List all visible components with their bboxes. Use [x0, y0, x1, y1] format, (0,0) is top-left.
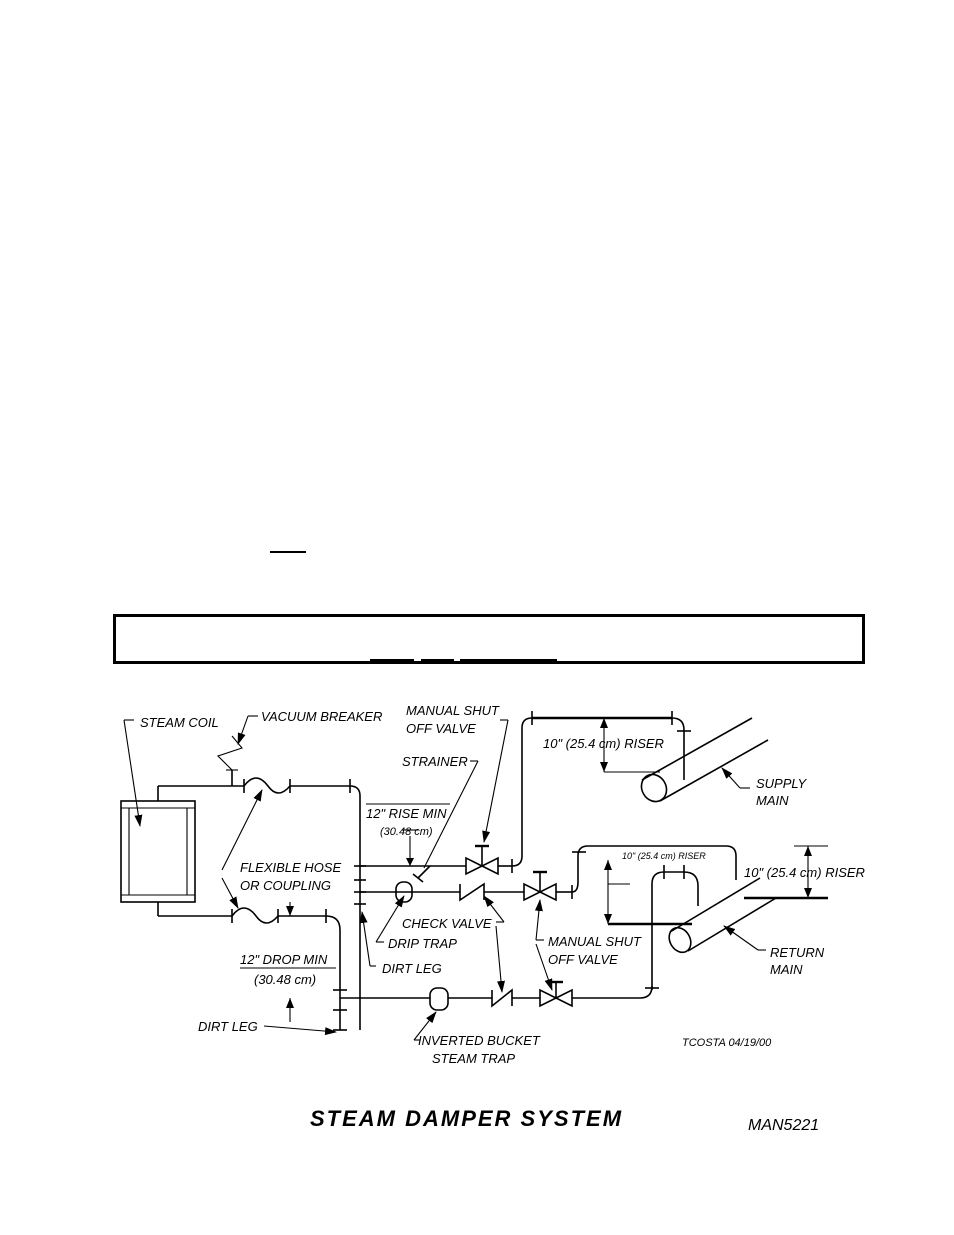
diagram-title: STEAM DAMPER SYSTEM — [310, 1106, 623, 1131]
label-riser-right: 10" (25.4 cm) RISER — [744, 865, 865, 880]
label-dirt-leg-2: DIRT LEG — [198, 1019, 258, 1034]
label-drop-min-1: 12" DROP MIN — [240, 952, 328, 967]
steam-coil — [120, 786, 196, 916]
label-manual-shut-off-mid-1: MANUAL SHUT — [548, 934, 642, 949]
label-drip-trap: DRIP TRAP — [388, 936, 457, 951]
label-check-valve: CHECK VALVE — [402, 916, 492, 931]
notice-box — [113, 614, 865, 664]
return-line — [158, 902, 659, 1031]
leader-lines — [123, 715, 766, 1041]
label-manual-shut-off-top-1: MANUAL SHUT — [406, 703, 500, 718]
label-drop-min-2: (30.48 cm) — [254, 972, 316, 987]
label-return-main-2: MAIN — [770, 962, 803, 977]
underline-mark — [270, 551, 306, 553]
notice-underline-3 — [460, 659, 557, 661]
supply-line — [158, 711, 769, 1030]
label-steam-coil: STEAM COIL — [140, 715, 219, 730]
label-riser-top: 10" (25.4 cm) RISER — [543, 736, 664, 751]
label-inverted-bucket-1: INVERTED BUCKET — [418, 1033, 541, 1048]
label-manual-shut-off-top-2: OFF VALVE — [406, 721, 476, 736]
label-strainer: STRAINER — [402, 754, 468, 769]
label-supply-main-2: MAIN — [756, 793, 789, 808]
label-return-main-1: RETURN — [770, 945, 825, 960]
label-dirt-leg-1: DIRT LEG — [382, 961, 442, 976]
label-supply-main-1: SUPPLY — [756, 776, 807, 791]
label-flexible-hose-1: FLEXIBLE HOSE — [240, 860, 341, 875]
notice-underline-2 — [421, 659, 454, 661]
label-inverted-bucket-2: STEAM TRAP — [432, 1051, 515, 1066]
drip-line — [354, 845, 828, 990]
label-vacuum-breaker: VACUUM BREAKER — [261, 709, 382, 724]
label-manual-shut-off-mid-2: OFF VALVE — [548, 952, 618, 967]
label-rise-min-1: 12" RISE MIN — [366, 806, 447, 821]
notice-underline-1 — [370, 659, 414, 661]
document-code: MAN5221 — [748, 1117, 819, 1134]
label-signature: TCOSTA 04/19/00 — [682, 1037, 772, 1049]
label-riser-small: 10" (25.4 cm) RISER — [622, 851, 706, 861]
label-rise-min-2: (30.48 cm) — [380, 826, 433, 838]
label-flexible-hose-2: OR COUPLING — [240, 878, 331, 893]
